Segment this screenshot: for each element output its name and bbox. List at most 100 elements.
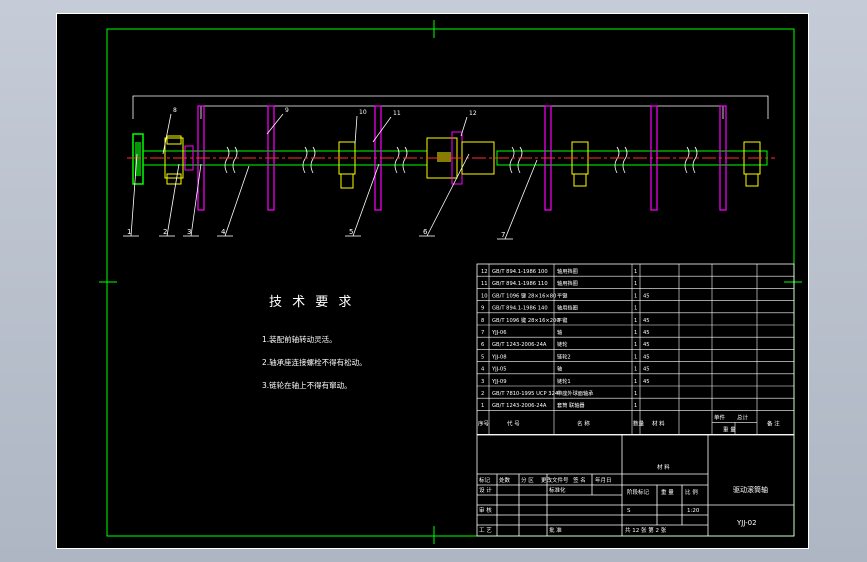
- tb-design: 设 计: [479, 486, 492, 494]
- tb-drawing-number: YJJ-02: [736, 519, 757, 527]
- tb-drawing-name: 驱动滚筒轴: [733, 485, 768, 494]
- bom-cell-code: GB/T 894.1-1986 110: [492, 281, 548, 287]
- bom-cell-no: 7: [481, 330, 484, 336]
- tb-scale: 比 例: [685, 488, 698, 496]
- balloon-leader: [266, 113, 284, 135]
- bom-cell-code: YJJ-06: [491, 330, 507, 336]
- bom-cell-no: 10: [481, 293, 488, 299]
- bom-cell-name: 轴: [557, 328, 562, 336]
- bom-cell-name: 链轮2: [557, 352, 571, 360]
- bom-header-cell: 重 量: [723, 425, 736, 433]
- bom-cell-material: 45: [643, 318, 650, 324]
- bom-cell-no: 2: [481, 391, 484, 397]
- balloon-leader: [166, 163, 180, 237]
- balloon-leader: [130, 153, 138, 237]
- bom-cell-qty: 1: [634, 342, 637, 348]
- bom-cell-name: 带座外球面轴承: [557, 389, 594, 397]
- balloon-leader: [372, 116, 392, 143]
- balloon-3: 3: [187, 228, 191, 236]
- tb-zone: 分 区: [521, 476, 534, 484]
- bom-cell-no: 3: [481, 379, 484, 385]
- tb-signature: 签 名: [573, 476, 586, 484]
- balloon-leader: [426, 153, 470, 237]
- bom-cell-no: 11: [481, 281, 488, 287]
- bom-cell-no: 6: [481, 342, 484, 348]
- bom-cell-qty: 1: [634, 281, 637, 287]
- bom-cell-name: 轴用挡圈: [557, 267, 578, 275]
- tb-stage-value: S: [627, 508, 631, 514]
- bom-cell-no: 8: [481, 318, 484, 324]
- balloon-leader: [190, 163, 202, 237]
- coupling-hatch: [135, 142, 141, 176]
- balloon-1: 1: [127, 228, 131, 236]
- bom-cell-qty: 1: [634, 318, 637, 324]
- tb-review: 审 核: [479, 506, 492, 514]
- balloon-leader: [354, 115, 358, 145]
- bom-cell-no: 12: [481, 269, 488, 275]
- tb-weight: 重 量: [661, 488, 674, 496]
- bom-cell-code: GB/T 1243-2006-24A: [492, 403, 547, 409]
- bom-header-cell: 总计: [737, 413, 749, 421]
- balloon-6: 6: [423, 228, 428, 236]
- tb-sheets: 共 12 张 第 2 张: [625, 526, 667, 534]
- bom-cell-no: 9: [481, 306, 484, 312]
- tech-requirement-1: 1.装配前轴转动灵活。: [262, 334, 337, 344]
- bom-cell-material: 45: [643, 354, 650, 360]
- balloon-10: 10: [359, 109, 367, 116]
- bom-cell-qty: 1: [634, 354, 637, 360]
- bom-cell-name: 轴: [557, 365, 562, 373]
- bom-header-cell: 数量: [633, 419, 645, 427]
- bom-cell-code: YJJ-05: [491, 367, 507, 373]
- bom-cell-code: GB/T 7810-1995 UCP 324: [492, 391, 559, 397]
- bom-cell-qty: 1: [634, 379, 637, 385]
- shaft-assembly: [127, 105, 775, 211]
- bom-cell-name: 链轮: [557, 340, 567, 348]
- bom-cell-material: 45: [643, 330, 650, 336]
- bom-cell-code: GB/T 894.1-1986 140: [492, 306, 548, 312]
- tb-approve: 批 准: [549, 526, 562, 534]
- balloon-4: 4: [221, 228, 226, 236]
- tb-change-doc: 更改文件号: [541, 476, 569, 484]
- tb-material: 材 料: [657, 463, 670, 471]
- tb-standardize: 标准化: [549, 486, 566, 494]
- bom-cell-name: 平键: [557, 316, 567, 324]
- balloon-5: 5: [349, 228, 353, 236]
- bom-cell-material: 45: [643, 379, 650, 385]
- bom-cell-code: GB/T 1243-2006-24A: [492, 342, 547, 348]
- shaft-break-marks: [224, 146, 698, 174]
- bom-header-cell: 序号: [478, 419, 490, 427]
- tech-requirements-title: 技 术 要 求: [269, 295, 354, 310]
- bearing-left: [164, 135, 194, 185]
- bom-header-cell: 材 料: [652, 419, 665, 427]
- balloon-2: 2: [163, 228, 167, 236]
- bom-cell-qty: 1: [634, 330, 637, 336]
- overall-dimension: [132, 95, 769, 119]
- tb-process: 工 艺: [479, 527, 492, 534]
- bom-cell-no: 4: [481, 367, 485, 373]
- bom-cell-name: 套筒 联轴器: [557, 401, 585, 409]
- bom-cell-qty: 1: [634, 306, 637, 312]
- tb-mark: 标记: [479, 476, 491, 484]
- bom-cell-qty: 1: [634, 367, 637, 373]
- balloon-leader: [352, 163, 380, 237]
- balloon-leader: [224, 165, 250, 237]
- bom-cell-material: 45: [643, 367, 650, 373]
- bom-cell-qty: 1: [634, 391, 637, 397]
- balloon-7: 7: [501, 231, 505, 239]
- bom-cell-qty: 1: [634, 293, 637, 299]
- bom-cell-name: 平键: [557, 291, 567, 299]
- tb-date: 年月日: [595, 476, 612, 484]
- balloon-8: 8: [173, 107, 177, 114]
- tech-requirement-2: 2.轴承座连接螺栓不得有松动。: [262, 357, 367, 367]
- tech-requirement-3: 3.链轮在轴上不得有窜动。: [262, 380, 352, 390]
- tb-count: 处数: [499, 476, 511, 484]
- bom-header-cell: 单件: [714, 413, 726, 421]
- bom-cell-name: 轴用挡圈: [557, 304, 578, 312]
- bom-header-cell: 备 注: [767, 419, 780, 427]
- balloon-9: 9: [285, 107, 289, 114]
- bom-cell-code: GB/T 1096 键 28×16×80: [492, 291, 556, 299]
- balloon-leader: [504, 159, 538, 240]
